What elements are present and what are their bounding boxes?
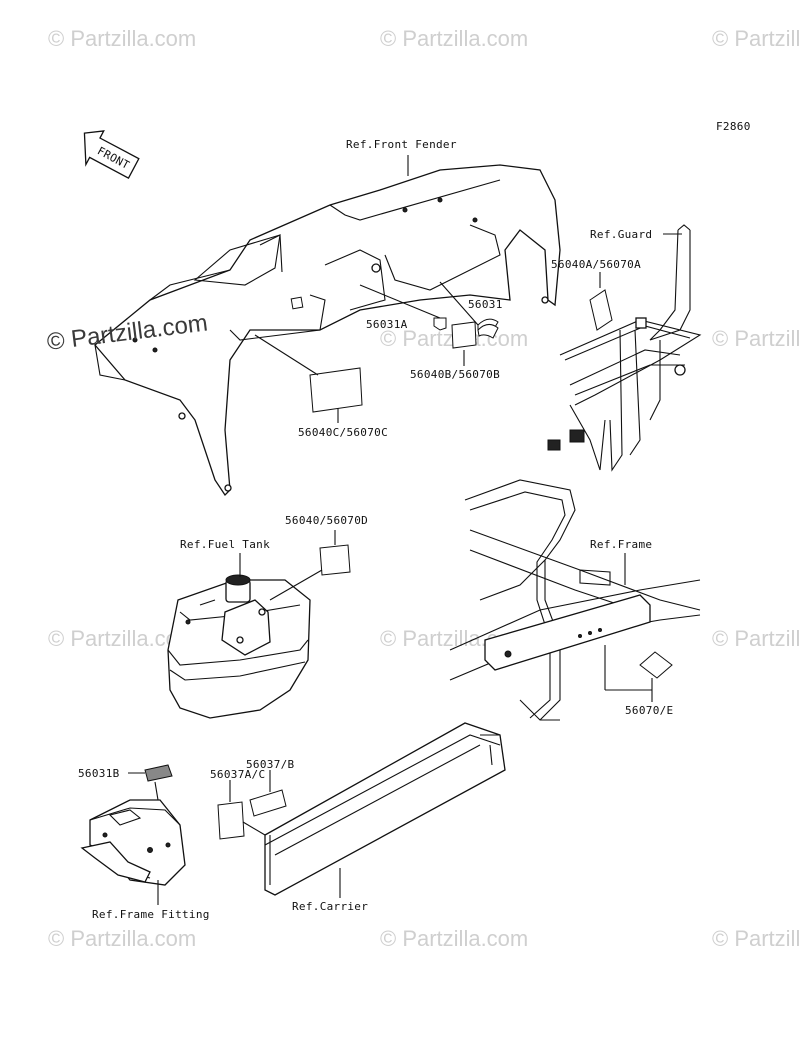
watermark: © Partzilla.com bbox=[48, 26, 196, 51]
decal-56037a bbox=[217, 801, 245, 840]
carrier-panel bbox=[264, 722, 506, 896]
frame bbox=[449, 479, 701, 721]
label-56040c-56070c: 56040C/56070C bbox=[298, 426, 388, 439]
watermark: © Partzilla.com bbox=[380, 26, 528, 51]
decal-56031a bbox=[433, 317, 447, 331]
label-56040-56070d: 56040/56070D bbox=[285, 514, 368, 527]
label-56031: 56031 bbox=[468, 298, 503, 311]
label-ref-carrier: Ref.Carrier bbox=[292, 900, 368, 913]
watermark: © Partzilla.com bbox=[380, 926, 528, 951]
label-ref-frame: Ref.Frame bbox=[590, 538, 652, 551]
front-fender bbox=[94, 164, 561, 497]
label-56031b: 56031B bbox=[78, 767, 120, 780]
label-56070e: 56070/E bbox=[625, 704, 673, 717]
decal-56070e bbox=[639, 651, 673, 679]
watermark: © Partzilla.com bbox=[712, 926, 800, 951]
guard bbox=[547, 224, 702, 472]
diagram-code: F2860 bbox=[716, 120, 751, 133]
decal-56040a bbox=[589, 289, 613, 331]
label-56040a-56070a: 56040A/56070A bbox=[551, 258, 641, 271]
decal-56040c bbox=[309, 367, 363, 413]
decal-56040b bbox=[451, 321, 477, 349]
decal-56031b bbox=[144, 764, 173, 782]
label-ref-frame-fitting: Ref.Frame Fitting bbox=[92, 908, 210, 921]
decal-56037b bbox=[249, 789, 287, 817]
label-ref-fuel-tank: Ref.Fuel Tank bbox=[180, 538, 270, 551]
label-ref-front-fender: Ref.Front Fender bbox=[346, 138, 457, 151]
watermark: © Partzilla.com bbox=[712, 26, 800, 51]
decal-56031 bbox=[477, 324, 499, 339]
front-arrow-icon: FRONT bbox=[83, 130, 140, 179]
fuel-tank bbox=[167, 574, 311, 719]
watermark: © Partzilla.com bbox=[712, 626, 800, 651]
frame-fitting bbox=[80, 799, 186, 886]
label-56040b-56070b: 56040B/56070B bbox=[410, 368, 500, 381]
decal-56040d bbox=[319, 544, 351, 576]
label-56037b: 56037/B bbox=[246, 758, 295, 771]
label-ref-guard: Ref.Guard bbox=[590, 228, 652, 241]
label-56031a: 56031A bbox=[366, 318, 408, 331]
watermark: © Partzilla.com bbox=[48, 926, 196, 951]
label-56037ac: 56037A/C bbox=[210, 768, 265, 781]
watermark: © Partzilla.com bbox=[712, 326, 800, 351]
